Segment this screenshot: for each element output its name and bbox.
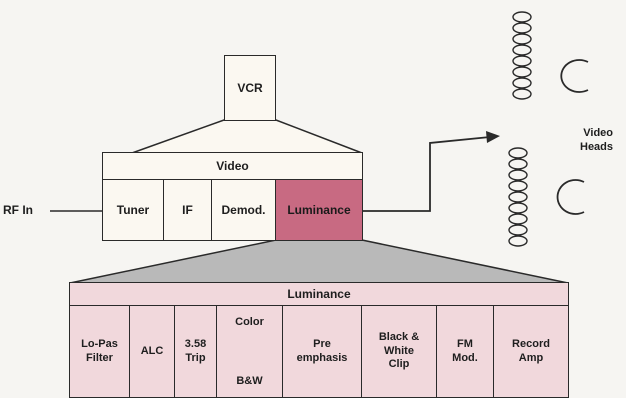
block-text: 3.58 <box>184 337 207 350</box>
tuner-box: Tuner <box>102 179 164 241</box>
demod-box: Demod. <box>211 179 276 241</box>
block-text: Mod. <box>452 351 478 364</box>
block-color-bw: Color B&W <box>216 305 283 398</box>
luminance-box: Luminance <box>275 179 363 241</box>
block-text: Amp <box>518 351 544 364</box>
luminance-panel-title: Luminance <box>69 282 569 306</box>
block-pre-emphasis: Pre emphasis <box>282 305 362 398</box>
block-text: B&W <box>236 375 263 388</box>
block-text: Color <box>235 316 264 328</box>
block-text: Pre <box>313 337 331 350</box>
block-text: ALC <box>140 344 164 357</box>
luminance-funnel <box>69 239 569 284</box>
vcr-trapezoid <box>131 119 363 154</box>
block-record-amp: Record Amp <box>493 305 569 398</box>
demod-label: Demod. <box>221 202 266 217</box>
head-c-upper <box>560 59 589 93</box>
block-text: Trip <box>185 351 206 364</box>
heads-arrow-head <box>486 131 500 143</box>
block-text: Record <box>512 337 550 350</box>
block-lo-pas-filter: Lo-Pas Filter <box>69 305 130 398</box>
block-3-58-trip: 3.58 Trip <box>174 305 217 398</box>
if-box: IF <box>163 179 212 241</box>
rf-in-label: RF In <box>3 203 33 217</box>
luminance-panel-title-text: Luminance <box>287 286 351 301</box>
video-bar: Video <box>102 152 363 180</box>
block-text: Black & <box>378 330 420 343</box>
block-text: Filter <box>86 351 113 364</box>
video-heads-label: Video Heads <box>580 126 613 155</box>
block-alc: ALC <box>129 305 175 398</box>
vcr-label: VCR <box>237 80 263 95</box>
video-bar-label: Video <box>216 158 249 173</box>
block-text: emphasis <box>296 351 348 364</box>
heads-arrow-line <box>363 136 491 212</box>
block-text: White <box>384 344 414 357</box>
if-label: IF <box>182 202 193 217</box>
block-fm-mod: FM Mod. <box>436 305 494 398</box>
luminance-label: Luminance <box>287 202 351 217</box>
vcr-box: VCR <box>224 55 276 121</box>
video-heads-line1: Video <box>583 127 614 139</box>
block-text: Clip <box>388 358 410 371</box>
video-heads-line2: Heads <box>580 141 614 154</box>
head-coil-upper <box>512 11 532 100</box>
block-text: Lo-Pas <box>81 337 118 350</box>
tuner-label: Tuner <box>116 202 150 217</box>
block-black-white-clip: Black & White Clip <box>361 305 437 398</box>
head-c-lower <box>556 179 585 215</box>
head-coil-lower <box>508 147 528 247</box>
block-text: FM <box>457 337 473 350</box>
